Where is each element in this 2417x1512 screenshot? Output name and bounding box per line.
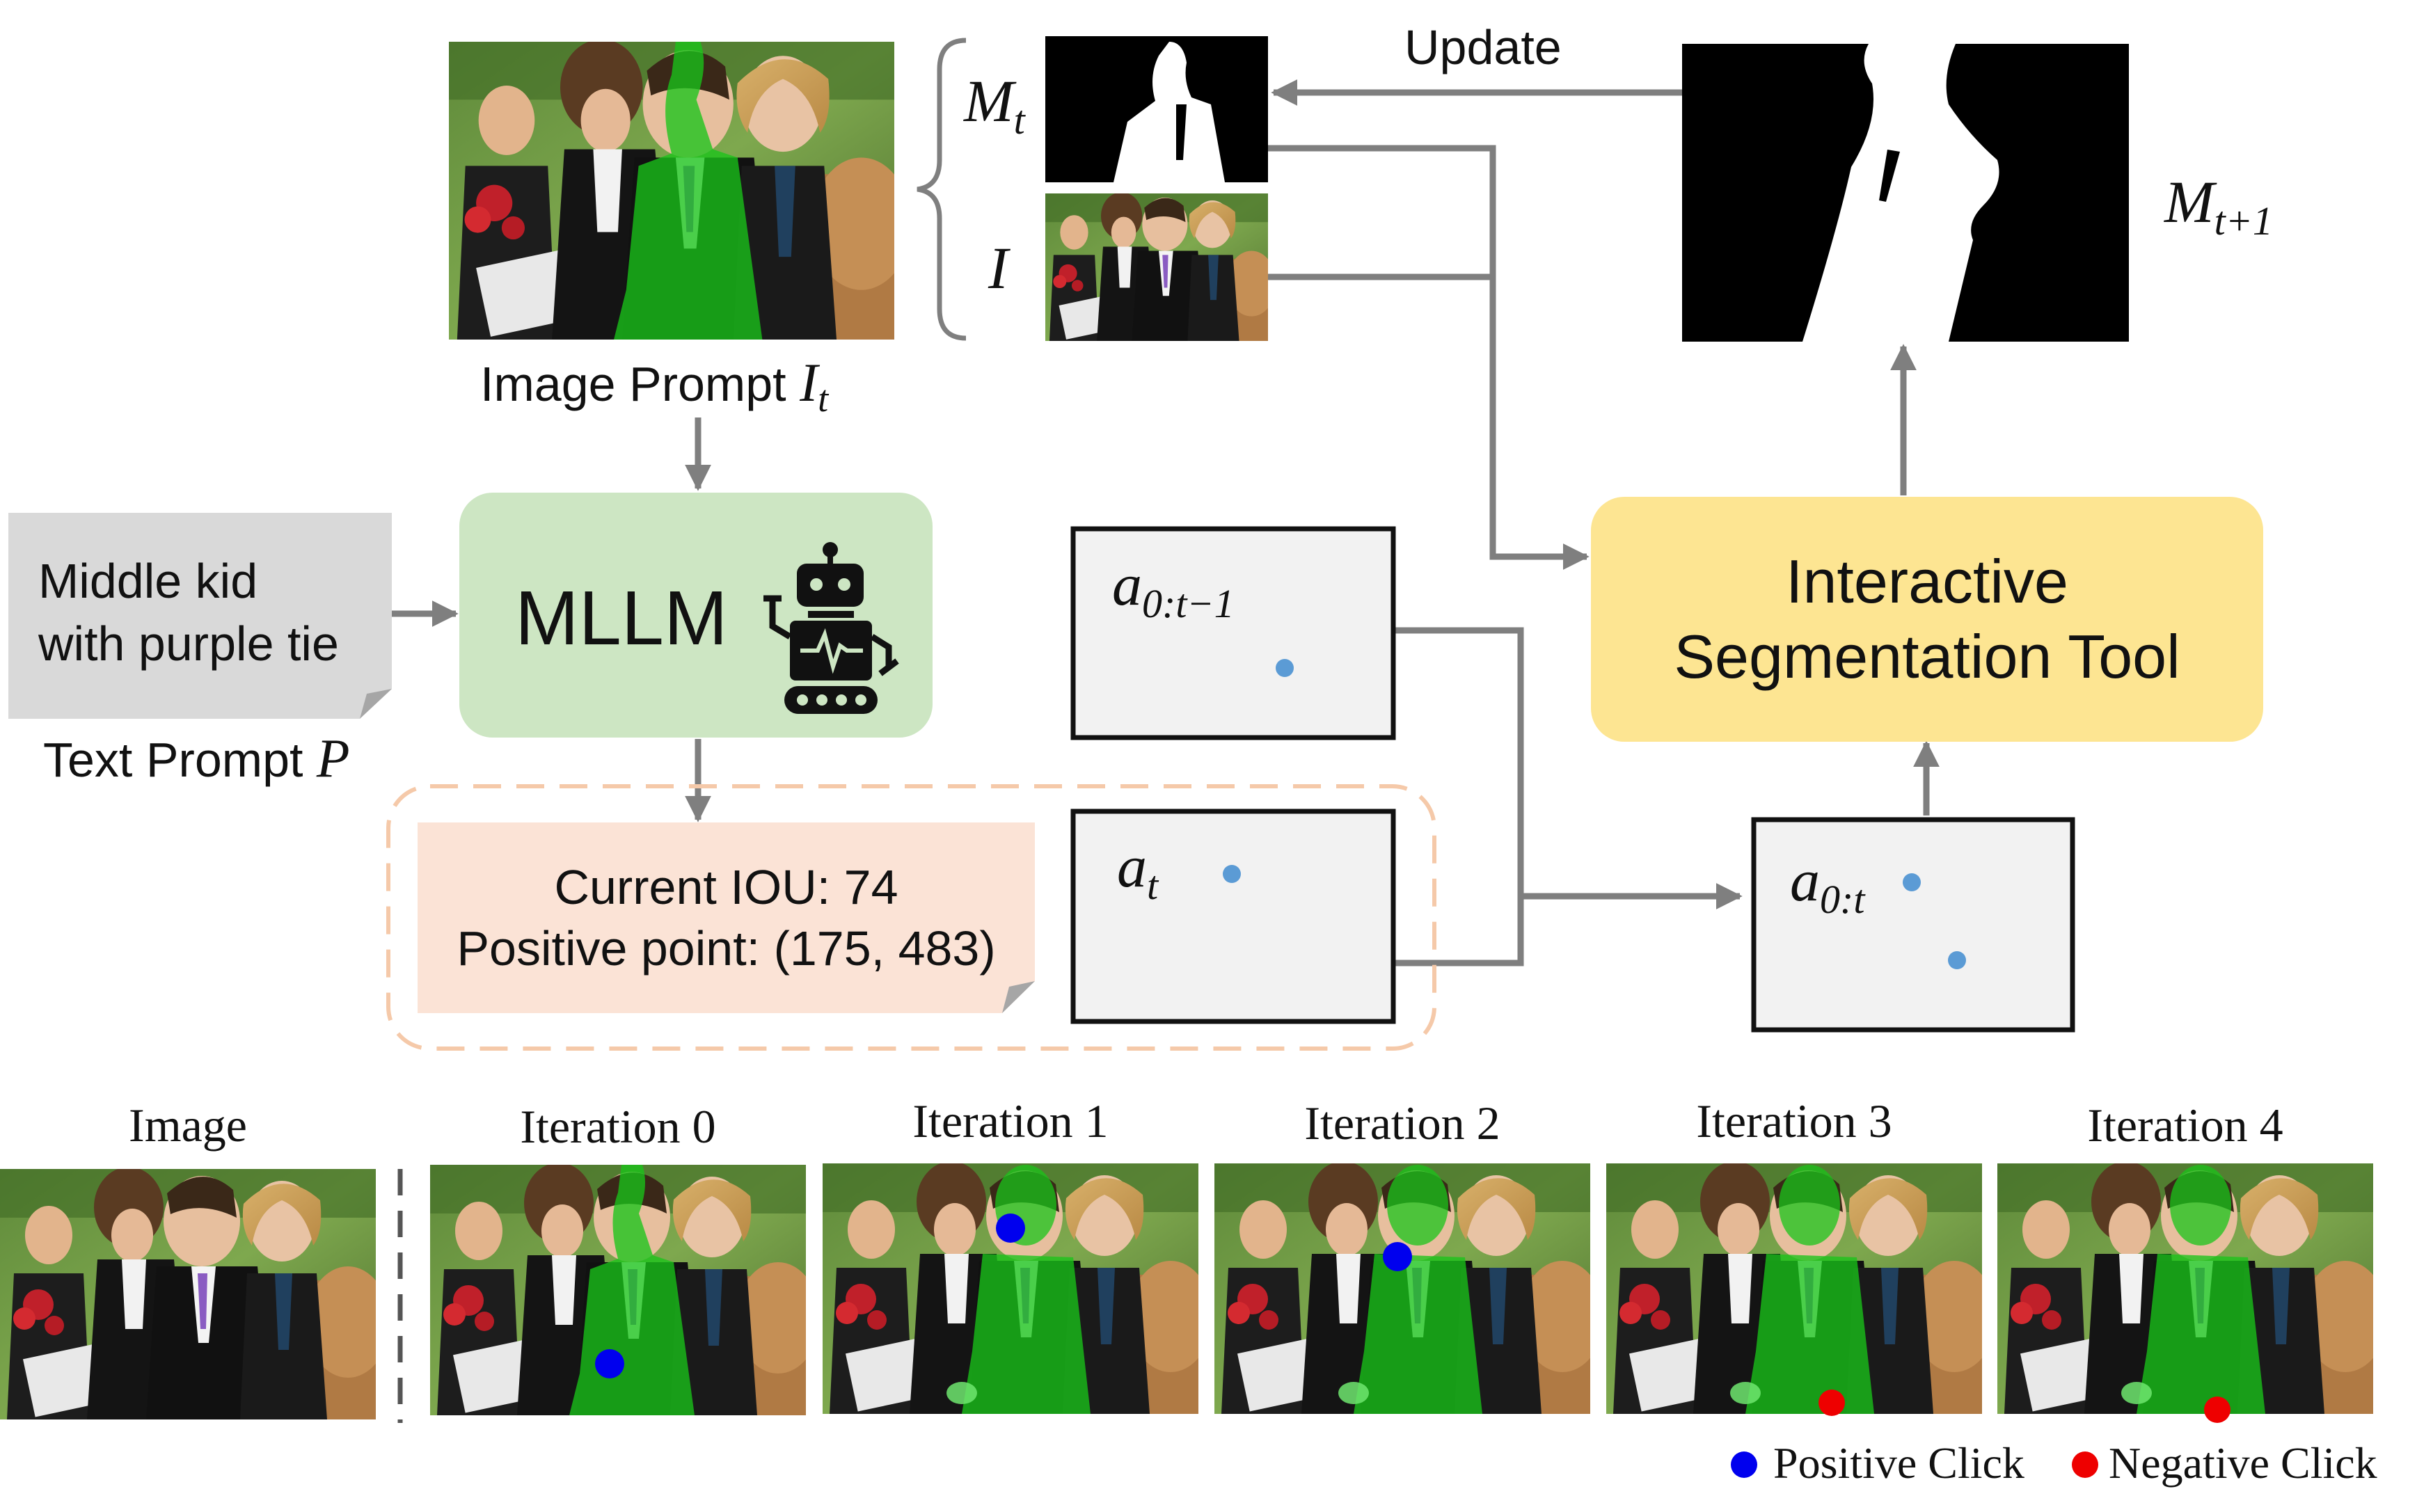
negative-click-dot: [1818, 1390, 1845, 1416]
action-point: [1276, 659, 1294, 677]
mask-to-tool-arrow: [1268, 145, 1590, 570]
mllm-output-note: [418, 822, 1035, 1013]
next-mask-label: Mt+1: [2164, 168, 2273, 244]
iteration-image-4: [1997, 1161, 2401, 1423]
prev-actions-label: a0:t−1: [1112, 551, 1235, 627]
legend-negative-label: Negative Click: [2109, 1438, 2377, 1488]
text-prompt-label: Text Prompt P: [43, 728, 350, 788]
segmentation-tool-box: [1591, 497, 2263, 742]
legend-positive-dot: [1731, 1451, 1757, 1478]
iteration-image-1: [823, 1161, 1226, 1456]
update-label: Update: [1404, 20, 1562, 74]
current-action-box: [1070, 809, 1396, 1024]
prev-actions-box: [1070, 526, 1396, 740]
iteration-label: Iteration 2: [1304, 1097, 1500, 1149]
all-actions-box: [1751, 817, 2075, 1033]
action-point: [1903, 873, 1921, 891]
action-point: [1223, 865, 1241, 883]
iteration-image-original: [0, 1167, 404, 1461]
brace: [917, 38, 967, 341]
text-prompt-content: Middle kid with purple tie: [38, 554, 339, 671]
current-action-line: [1394, 896, 1524, 966]
legend-negative-dot: [2072, 1451, 2098, 1478]
image-thumbnail: [1045, 192, 1285, 365]
text-prompt-note: [8, 513, 392, 719]
image-label: I: [988, 234, 1008, 301]
iteration-image-label: Image: [129, 1099, 247, 1152]
legend-positive-label: Positive Click: [1773, 1438, 2024, 1488]
iteration-label: Iteration 4: [2087, 1099, 2283, 1152]
iteration-image-3: [1606, 1161, 2010, 1416]
output-group-frame: [386, 784, 1436, 1051]
all-actions-label: a0:t: [1790, 847, 1865, 923]
mask-label: Mt: [964, 67, 1025, 143]
iteration-label: Iteration 1: [912, 1095, 1109, 1147]
mllm-label: MLLM: [515, 575, 728, 661]
iteration-image-2: [1214, 1161, 1618, 1456]
iteration-image-0: [430, 1163, 834, 1457]
image-prompt-label: Image Prompt It: [480, 352, 829, 420]
positive-click-dot: [595, 1349, 624, 1378]
mask-thumbnail: [1045, 36, 1268, 182]
iteration-label: Iteration 3: [1696, 1095, 1892, 1147]
robot-icon: [763, 542, 899, 714]
image-prompt-picture: [449, 39, 927, 389]
current-action-label: at: [1117, 833, 1159, 909]
positive-click-dot: [1383, 1242, 1412, 1271]
next-mask-picture: [1682, 44, 2129, 342]
positive-click-dot: [996, 1213, 1025, 1243]
mllm-output-text: Current IOU: 74 Positive point: (175, 48…: [457, 860, 996, 976]
negative-click-dot: [2204, 1396, 2230, 1423]
segmentation-tool-label: Interactive Segmentation Tool: [1674, 547, 2180, 691]
iteration-label: Iteration 0: [520, 1100, 716, 1153]
action-point: [1948, 951, 1966, 969]
prev-actions-arrow: [1394, 627, 1743, 909]
